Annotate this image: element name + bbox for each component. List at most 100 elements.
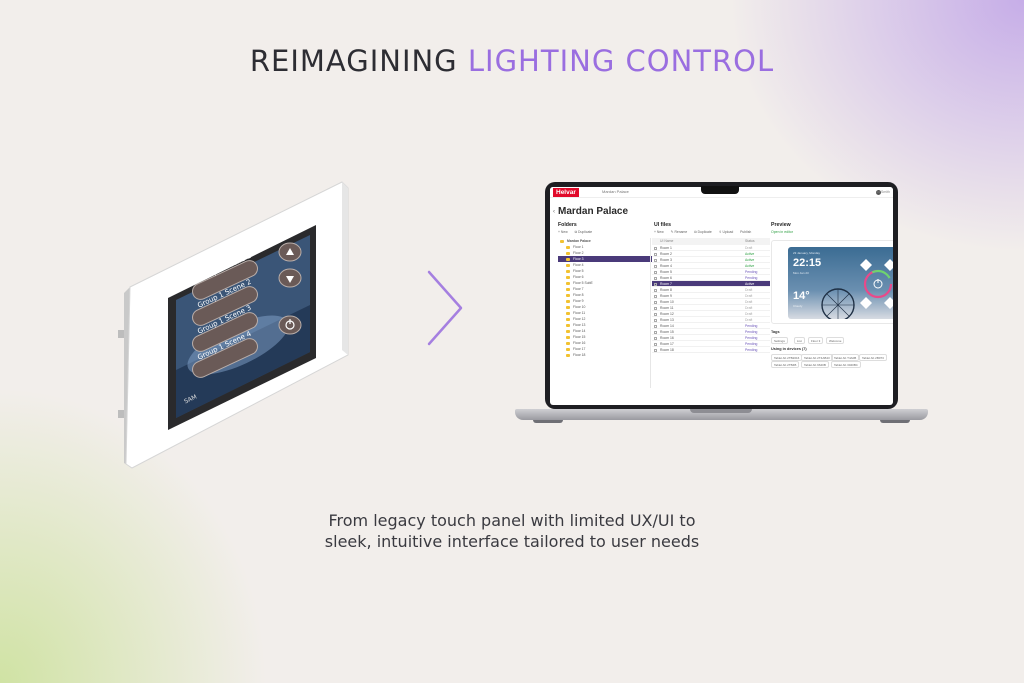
folder-root[interactable]: Mardan Palace: [558, 238, 652, 244]
tag-chip[interactable]: List: [794, 337, 805, 344]
folder-label: Floor 5: [573, 269, 584, 273]
row-checkbox[interactable]: [654, 312, 657, 316]
device-chip[interactable]: Tablet Ab 2TB4B: [771, 361, 800, 368]
file-name: Room 17: [660, 342, 674, 346]
folder-icon: [566, 353, 570, 357]
folder-item[interactable]: Floor 8: [558, 292, 652, 298]
legacy-touch-panel: Group 1 Scene 1 Group 1 Scene 2 Group 1 …: [118, 180, 358, 470]
folders-title: Folders: [558, 222, 577, 228]
row-checkbox[interactable]: [654, 270, 657, 274]
folder-item[interactable]: Floor 11: [558, 310, 652, 316]
new-folder-button[interactable]: + New: [558, 230, 568, 234]
new-file-button[interactable]: + New: [654, 230, 664, 234]
folder-icon: [566, 263, 570, 267]
folder-item[interactable]: Floor 12: [558, 316, 652, 322]
folder-label: Floor 6: [573, 275, 584, 279]
status-badge: Active: [745, 264, 755, 268]
folder-item[interactable]: Floor 2: [558, 250, 652, 256]
folder-item[interactable]: Floor 7: [558, 286, 652, 292]
row-checkbox[interactable]: [654, 252, 657, 256]
row-checkbox[interactable]: [654, 336, 657, 340]
device-chip[interactable]: Tablet Ab T4A0B: [831, 354, 860, 361]
upload-button[interactable]: ⇪ Upload: [718, 230, 734, 234]
row-checkbox[interactable]: [654, 276, 657, 280]
folder-item[interactable]: Floor 14: [558, 328, 652, 334]
back-chevron-icon[interactable]: ‹: [553, 209, 555, 215]
folder-label: Floor 14: [573, 329, 586, 333]
row-checkbox[interactable]: [654, 264, 657, 268]
laptop: Helvar Mardan Palace Jo Smith ‹ Mardan P…: [515, 182, 928, 432]
open-in-editor-link[interactable]: Open in editor: [771, 230, 793, 234]
row-checkbox[interactable]: [654, 294, 657, 298]
folder-item[interactable]: Floor 3: [558, 256, 652, 262]
row-checkbox[interactable]: [654, 348, 657, 352]
folder-item[interactable]: Floor 10: [558, 304, 652, 310]
device-chip[interactable]: Tablet Ab 2T4AB43: [801, 354, 833, 361]
files-toolbar: + New ✎ Rename ⧉ Duplicate ⇪ Upload Publ…: [654, 230, 757, 234]
folder-label: Floor 2: [573, 251, 584, 255]
avatar[interactable]: [876, 190, 881, 195]
folder-item[interactable]: Floor 16: [558, 340, 652, 346]
row-checkbox[interactable]: [654, 306, 657, 310]
folder-item[interactable]: Floor 5: [558, 268, 652, 274]
folder-item[interactable]: Floor 4: [558, 262, 652, 268]
rename-button[interactable]: ✎ Rename: [670, 230, 688, 234]
row-checkbox[interactable]: [654, 288, 657, 292]
folder-item[interactable]: Floor 9: [558, 298, 652, 304]
folder-item[interactable]: Floor 18: [558, 352, 652, 358]
folder-item[interactable]: Floor 1: [558, 244, 652, 250]
device-chip[interactable]: Tablet Ab 9640B: [801, 361, 829, 368]
folder-item[interactable]: Floor 5 SubE: [558, 280, 652, 286]
file-name: Room 1: [660, 246, 672, 250]
row-checkbox[interactable]: [654, 258, 657, 262]
row-checkbox[interactable]: [654, 330, 657, 334]
column-header-name[interactable]: UI Name: [660, 239, 674, 243]
device-date: Mon Jan 23: [793, 271, 809, 275]
folder-icon: [566, 311, 570, 315]
folder-item[interactable]: Floor 13: [558, 322, 652, 328]
row-checkbox[interactable]: [654, 300, 657, 304]
helvar-logo[interactable]: Helvar: [553, 188, 579, 197]
breadcrumb[interactable]: Mardan Palace: [602, 189, 629, 194]
row-checkbox[interactable]: [654, 282, 657, 286]
row-checkbox[interactable]: [654, 342, 657, 346]
duplicate-file-button[interactable]: ⧉ Duplicate: [694, 230, 712, 234]
row-checkbox[interactable]: [654, 318, 657, 322]
folder-item[interactable]: Floor 15: [558, 334, 652, 340]
tag-chip[interactable]: Floor 3: [808, 337, 824, 344]
folder-item[interactable]: Floor 17: [558, 346, 652, 352]
row-checkbox[interactable]: [654, 246, 657, 250]
folder-label: Floor 5 SubE: [573, 281, 593, 285]
tag-chip[interactable]: Welcome: [826, 337, 845, 344]
user-name[interactable]: Jo Smith: [876, 190, 890, 194]
device-chip[interactable]: Tablet Ab 2B073: [859, 354, 887, 361]
light-dial-icon[interactable]: [858, 255, 893, 313]
device-chip[interactable]: Tablet Ab 2TB2016: [771, 354, 803, 361]
folders-toolbar: + New ⧉ Duplicate: [558, 230, 598, 234]
device-chip[interactable]: Tablet Ab 3040B4: [831, 361, 861, 368]
row-checkbox[interactable]: [654, 324, 657, 328]
publish-button[interactable]: Publish: [740, 230, 752, 234]
duplicate-folder-button[interactable]: ⧉ Duplicate: [574, 230, 593, 234]
folder-item[interactable]: Floor 6: [558, 274, 652, 280]
column-header-status[interactable]: Status: [745, 239, 755, 243]
tag-chip[interactable]: Settings: [771, 337, 788, 344]
